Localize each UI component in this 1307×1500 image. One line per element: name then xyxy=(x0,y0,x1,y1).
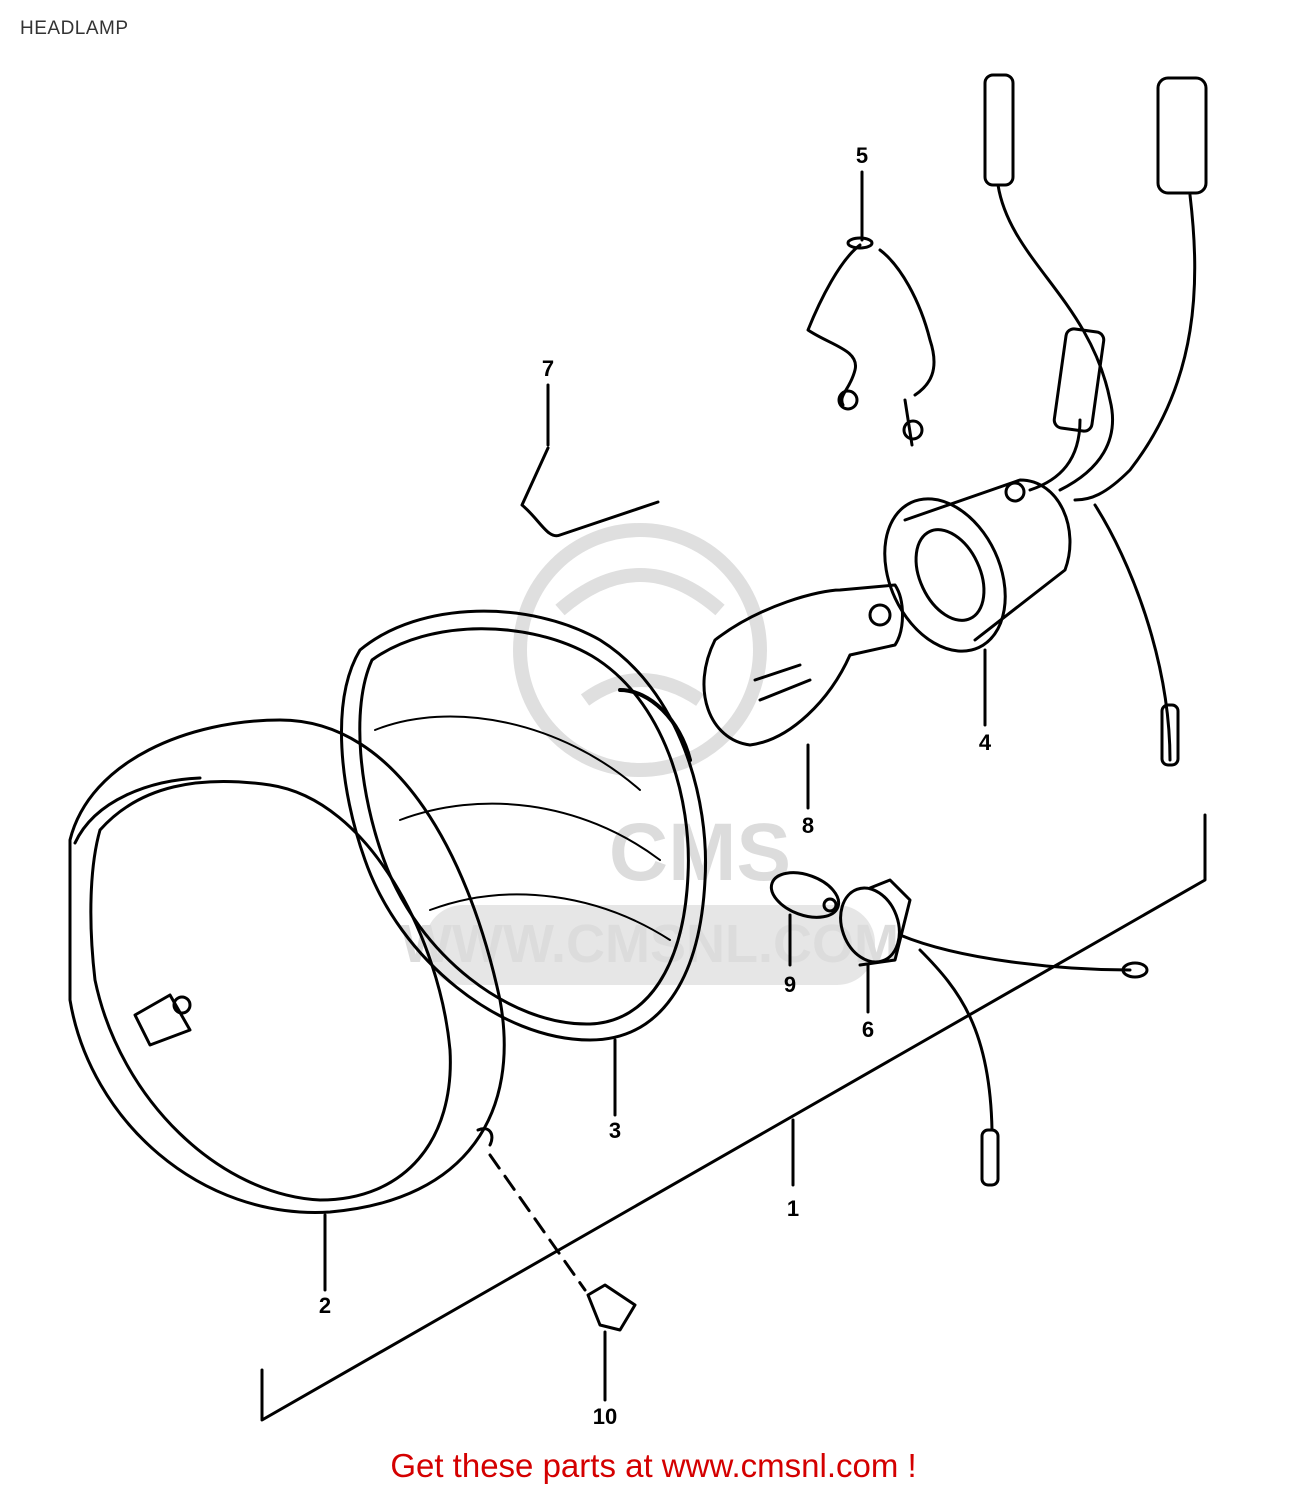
part-5-clips xyxy=(806,236,936,447)
footer-link[interactable]: Get these parts at www.cmsnl.com ! xyxy=(390,1447,917,1484)
callout-1: 1 xyxy=(787,1196,799,1221)
watermark-url: WWW.CMSNL.COM xyxy=(401,914,899,974)
callout-6: 6 xyxy=(862,1017,874,1042)
callout-10: 10 xyxy=(593,1404,617,1429)
part-10-screw xyxy=(488,1153,637,1332)
callout-9: 9 xyxy=(784,972,796,997)
watermark-logo xyxy=(513,523,767,777)
watermark-banner xyxy=(425,905,875,985)
page-title: HEADLAMP xyxy=(20,18,129,39)
part-2-headlamp-rim xyxy=(68,718,506,1214)
callout-2: 2 xyxy=(319,1293,331,1318)
callout-4: 4 xyxy=(979,730,992,755)
callout-labels: 1 2 3 4 5 6 7 8 9 10 xyxy=(319,143,992,1429)
part-3-sealed-beam-unit xyxy=(340,609,708,1042)
leader-lines xyxy=(323,170,987,1402)
part-4-bulb-socket xyxy=(883,478,1072,653)
callout-5: 5 xyxy=(856,143,868,168)
assembly-bracket-lines xyxy=(260,813,1207,1422)
callout-7: 7 xyxy=(542,356,554,381)
part-6-pilot-socket xyxy=(839,878,1149,1187)
wiring-harness xyxy=(983,73,1208,767)
callout-8: 8 xyxy=(802,813,814,838)
cmsnl-watermark: CMS WWW.CMSNL.COM xyxy=(401,523,899,985)
part-9-pilot-bulb xyxy=(769,871,841,919)
part-7-wire-pin xyxy=(520,446,660,538)
watermark-logo-text: CMS xyxy=(609,807,791,898)
part-8-bulb xyxy=(702,583,904,747)
callout-3: 3 xyxy=(609,1118,621,1143)
